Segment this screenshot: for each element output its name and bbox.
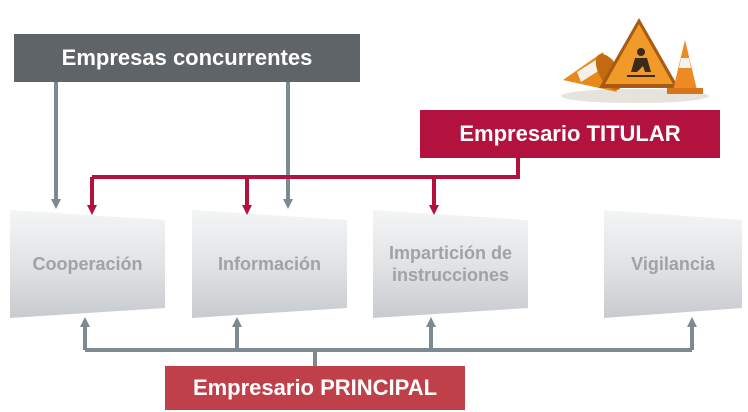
step-label-cooperacion: Cooperación — [32, 254, 143, 274]
step-shape-cooperacion — [10, 210, 165, 318]
empresario-principal-box: Empresario PRINCIPAL — [165, 366, 465, 410]
step-shape-imparticion — [373, 210, 528, 318]
empresario-titular-box: Empresario TITULAR — [420, 110, 720, 158]
construction-cones-illustration — [561, 18, 709, 103]
empresario-titular-label: Empresario TITULAR — [459, 121, 681, 146]
step-shape-vigilancia — [604, 210, 742, 318]
step-label-imparticion: Impartición de instrucciones — [388, 243, 513, 285]
step-label-vigilancia: Vigilancia — [631, 254, 715, 274]
titular-connector — [92, 158, 520, 179]
empresas-concurrentes-box: Empresas concurrentes — [14, 34, 360, 82]
step-shape-informacion — [192, 210, 347, 318]
empresario-principal-label: Empresario PRINCIPAL — [192, 375, 438, 400]
step-label-informacion: Información — [217, 254, 321, 274]
empresas-concurrentes-label: Empresas concurrentes — [61, 45, 313, 70]
